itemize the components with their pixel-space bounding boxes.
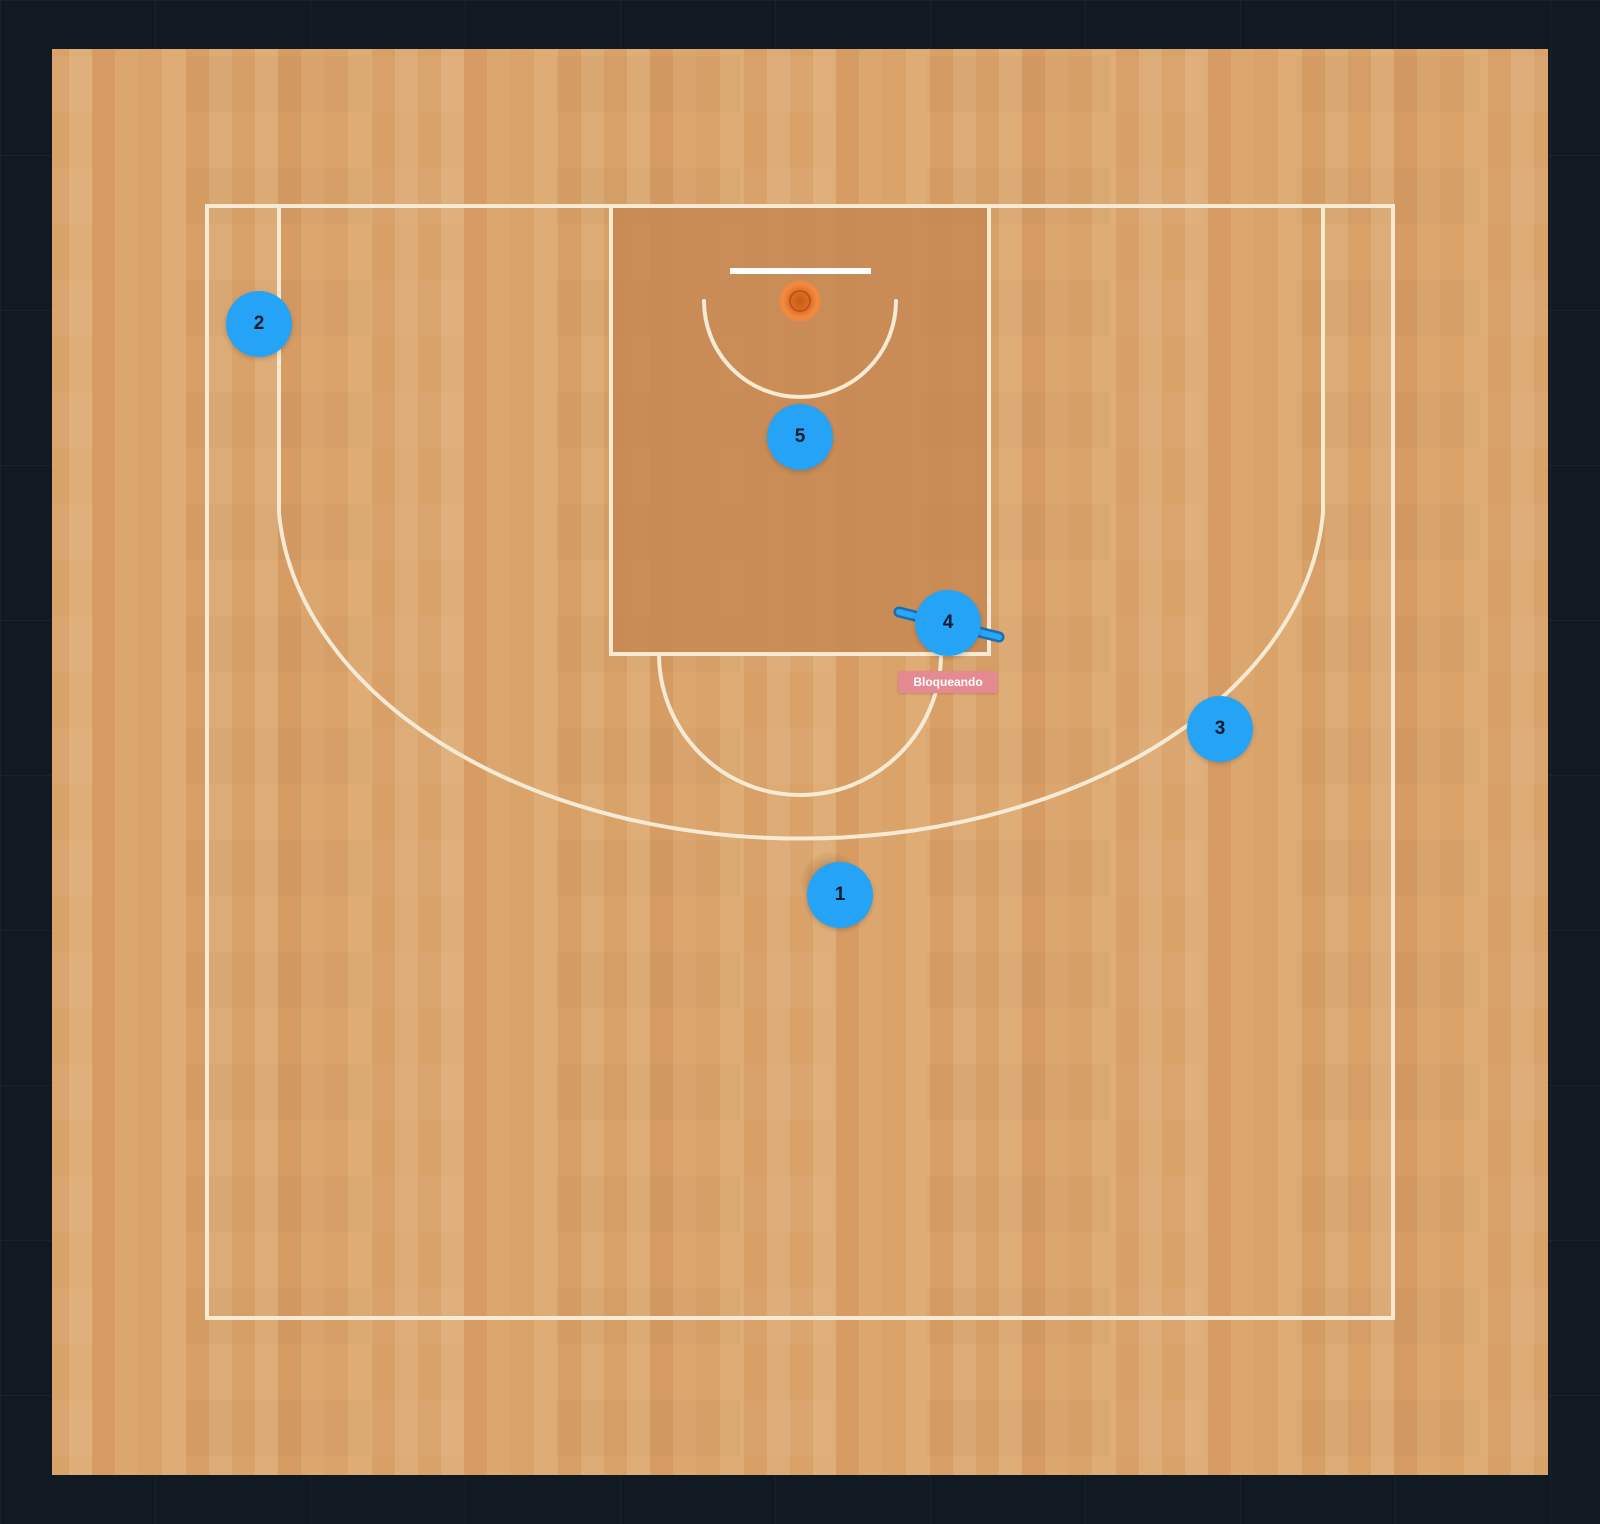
player-number: 5 (794, 426, 806, 447)
player-2[interactable]: 2 (226, 291, 292, 357)
hoop-icon (779, 280, 821, 322)
three-point-line (277, 204, 1325, 841)
player-number: 4 (942, 612, 954, 633)
player-5[interactable]: 5 (767, 404, 833, 470)
player-3[interactable]: 3 (1187, 696, 1253, 762)
restricted-area-arc (702, 299, 898, 399)
player-4[interactable]: 4 (915, 590, 981, 656)
player-number: 2 (253, 313, 265, 334)
player-number: 3 (1214, 718, 1226, 739)
player-number: 1 (834, 884, 846, 905)
key-lines (609, 204, 991, 656)
free-throw-circle (657, 652, 943, 797)
screen-status-badge: Bloqueando (898, 671, 998, 693)
player-1[interactable]: 1 (807, 862, 873, 928)
